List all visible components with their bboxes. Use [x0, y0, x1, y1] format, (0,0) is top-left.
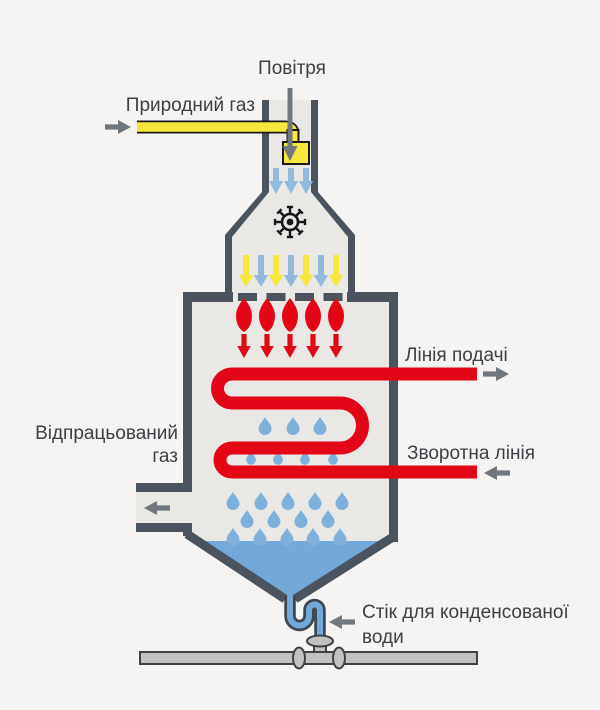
drain-pipe: [139, 634, 478, 670]
condensate-water: [192, 541, 389, 600]
boiler-walls: [136, 100, 398, 603]
supply-flow-arrow-icon: [483, 367, 509, 381]
pipe-flange-right: [332, 646, 346, 670]
label-supply-line: Лінія подачі: [405, 345, 508, 366]
gas-supply-pipe: [137, 120, 310, 165]
label-natural-gas: Природний газ: [125, 95, 255, 116]
fan-icon: [273, 205, 307, 239]
label-return-line: Зворотна лінія: [407, 443, 535, 464]
burner-plate: [238, 293, 343, 301]
condensate-pointer-arrow-icon: [329, 615, 355, 629]
label-condensate-drain: Стік для конденсованої води: [362, 602, 569, 648]
trap-flange: [306, 634, 334, 648]
heat-exchanger-coil: [211, 367, 477, 479]
sewer-pipe: [139, 651, 478, 665]
air-intake-arrows: [269, 168, 313, 194]
label-exhaust-gas: Відпрацьований газ: [35, 423, 178, 467]
label-air: Повітря: [258, 58, 326, 79]
pipe-flange-left: [292, 646, 306, 670]
gas-flow-arrow-icon: [105, 120, 131, 134]
return-flow-arrow-icon: [484, 466, 510, 480]
air-flow-arrow-icon: [282, 88, 298, 161]
siphon-trap-icon: [284, 596, 326, 638]
